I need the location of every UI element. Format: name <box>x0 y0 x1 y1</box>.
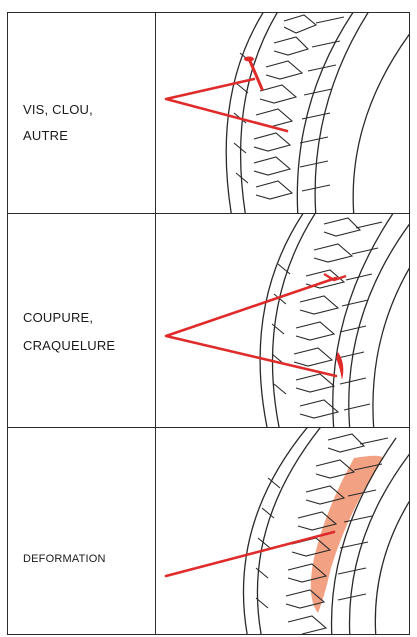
label-line: CRAQUELURE <box>23 332 115 360</box>
pointer-lines <box>166 278 336 376</box>
deformed-tire-illustration <box>156 428 409 634</box>
label-cell: DEFORMATION <box>8 428 156 634</box>
image-cell <box>156 13 409 213</box>
pointer-lines <box>166 79 287 131</box>
row-deformation: DEFORMATION <box>8 428 409 634</box>
label-line: AUTRE <box>23 123 93 149</box>
label-line: COUPURE, <box>23 304 115 332</box>
image-cell <box>156 214 409 427</box>
label-line: DEFORMATION <box>23 552 106 566</box>
row-label: DEFORMATION <box>23 552 106 566</box>
defect-table: VIS, CLOU, AUTRE <box>7 12 410 635</box>
label-line: VIS, CLOU, <box>23 97 93 123</box>
row-nail: VIS, CLOU, AUTRE <box>8 13 409 214</box>
nail-in-tire-illustration <box>156 13 409 213</box>
row-cut: COUPURE, CRAQUELURE <box>8 214 409 428</box>
row-label: COUPURE, CRAQUELURE <box>23 304 115 360</box>
label-cell: VIS, CLOU, AUTRE <box>8 13 156 213</box>
row-label: VIS, CLOU, AUTRE <box>23 97 93 149</box>
cut-in-tire-illustration <box>156 214 409 427</box>
tire-drawing <box>260 214 409 427</box>
image-cell <box>156 428 409 634</box>
tire-drawing <box>226 13 409 213</box>
nail-icon <box>244 57 262 90</box>
label-cell: COUPURE, CRAQUELURE <box>8 214 156 427</box>
